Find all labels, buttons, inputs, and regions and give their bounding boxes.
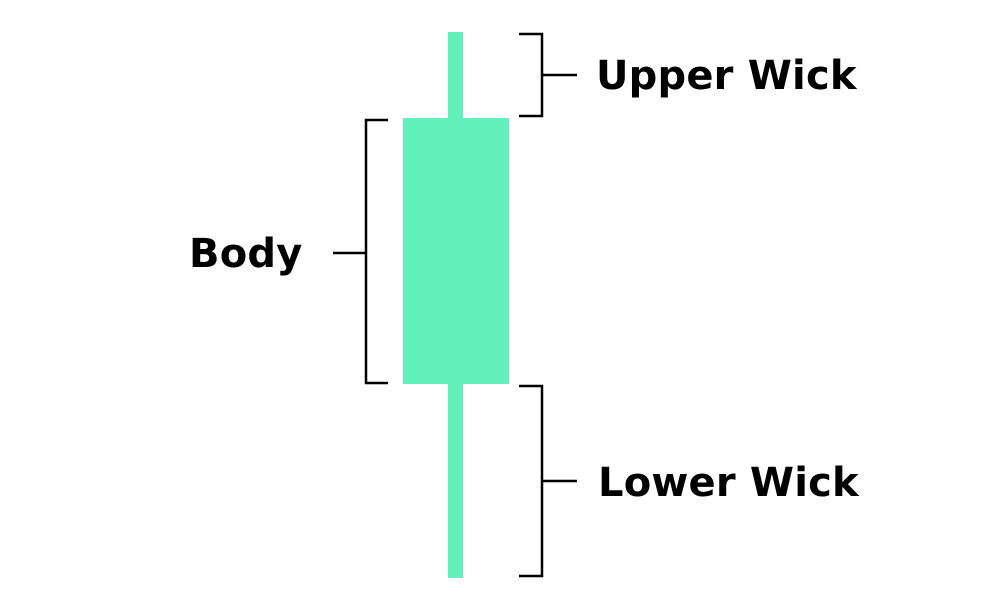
upper-wick-label: Upper Wick	[596, 53, 857, 99]
candle-body	[403, 118, 509, 384]
lower-wick-bracket	[519, 384, 577, 578]
body-bracket	[333, 118, 388, 385]
upper-wick-bracket	[519, 32, 577, 118]
body-label: Body	[189, 231, 303, 277]
lower-wick	[448, 382, 463, 578]
lower-wick-label: Lower Wick	[598, 460, 859, 506]
upper-wick	[448, 32, 463, 120]
